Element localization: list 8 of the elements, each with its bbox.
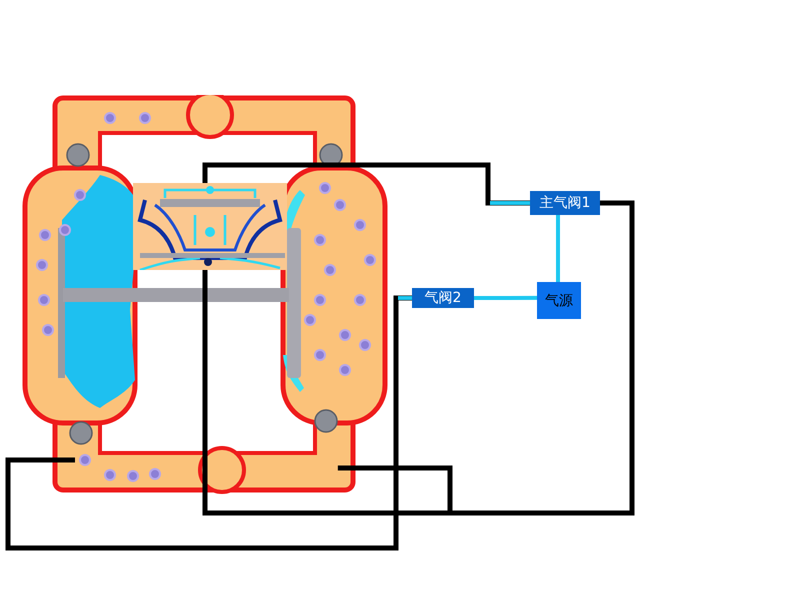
connector-line	[202, 162, 530, 206]
air-source-box: 气源	[537, 282, 581, 319]
valve-label-box: 气阀2	[412, 288, 474, 308]
connector-line	[474, 296, 537, 300]
valve-label-box: 主气阀1	[530, 191, 600, 215]
air-valve-block	[133, 183, 287, 270]
connector-line	[6, 296, 412, 550]
connector-line	[556, 215, 560, 282]
